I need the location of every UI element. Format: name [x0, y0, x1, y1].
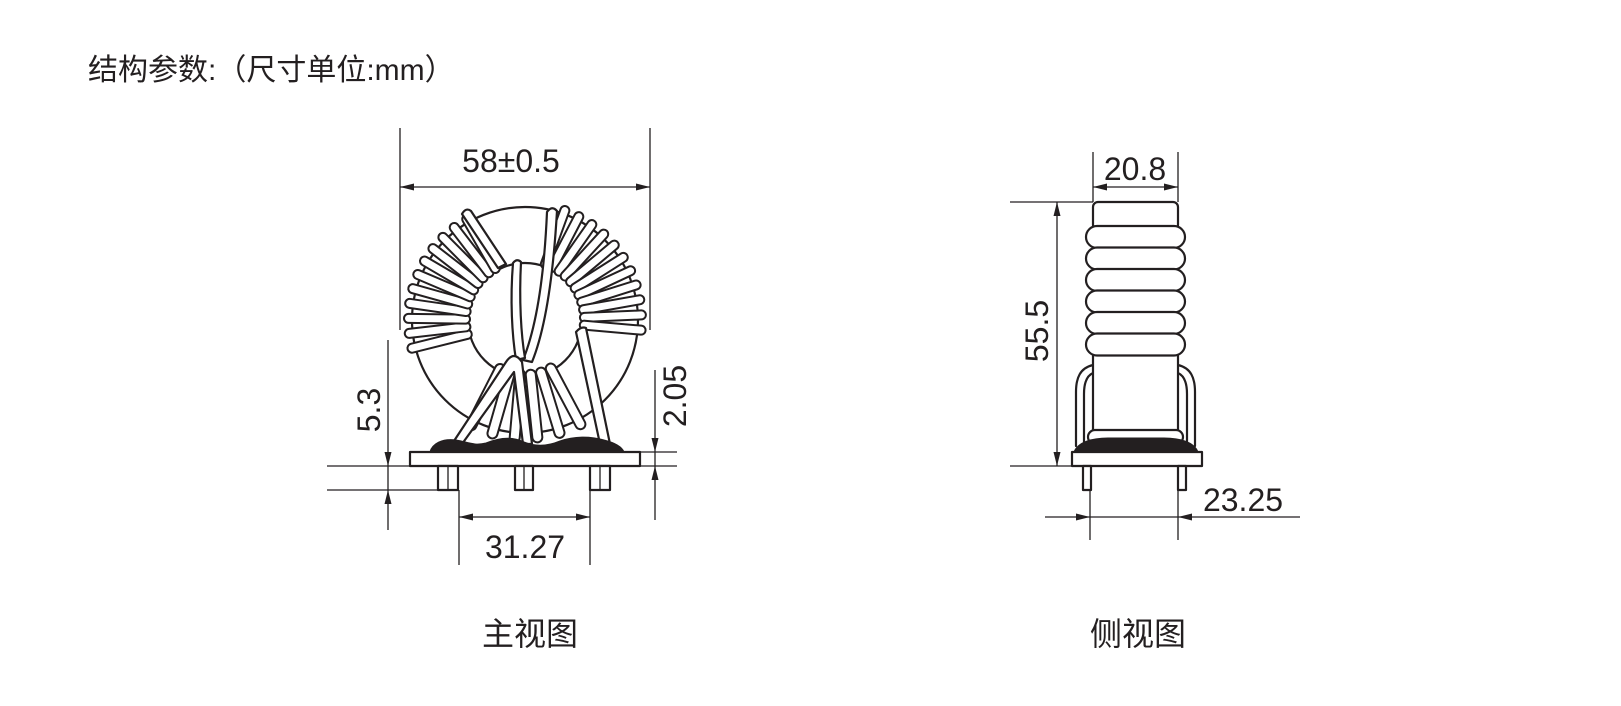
winding-turn-left [403, 321, 472, 339]
side-core-lower [1091, 348, 1180, 437]
front-view-label: 主视图 [482, 616, 578, 652]
winding-turn-left [448, 221, 495, 279]
lead-wire-top-left [460, 208, 508, 270]
winding-turn-left [427, 243, 484, 290]
winding-band [1084, 224, 1187, 250]
winding-turn-left [412, 268, 476, 303]
page-heading: 结构参数:（尺寸单位:mm） [88, 54, 455, 87]
dimension-right: 2.05 [640, 365, 693, 520]
side-dimension-bottom: 23.25 [1045, 482, 1300, 540]
side-lead-right [1176, 363, 1197, 448]
winding-turn-bottom [544, 362, 587, 431]
winding-turn-bottom [524, 368, 544, 444]
winding-band [1084, 267, 1187, 293]
side-glue-blob [1073, 437, 1199, 453]
winding-turn-right [565, 239, 620, 288]
dimension-label: 20.8 [1104, 151, 1166, 187]
winding-turn-left [419, 255, 480, 296]
dimension-label: 55.5 [1019, 300, 1055, 362]
side-winding-bands [1084, 224, 1187, 357]
winding-turn-right [559, 228, 610, 282]
winding-turn-right [573, 265, 637, 301]
side-lead-left [1074, 363, 1095, 448]
winding-turn-right [553, 219, 598, 277]
winding-turn-right [576, 279, 642, 308]
glue-blob [429, 436, 625, 453]
winding-turn-right [578, 309, 647, 323]
winding-turn-left [406, 328, 473, 354]
winding-turn-bottom [535, 366, 566, 439]
dimension-bottom: 31.27 [458, 490, 591, 565]
front-view: 58±0.5 5.3 2.05 31.27 主视图 [327, 128, 693, 652]
dimension-label: 23.25 [1203, 482, 1283, 518]
pins [436, 464, 612, 492]
side-pin [1176, 464, 1188, 492]
lead-wire-inner [510, 259, 527, 362]
side-view: 20.8 55.5 23.25 侧视图 [1010, 151, 1300, 652]
winding-turn-right [569, 251, 629, 294]
side-lead-right-inner [1176, 371, 1189, 448]
base-plate [408, 450, 642, 468]
winding-band [1084, 310, 1187, 336]
side-view-label: 侧视图 [1090, 616, 1186, 652]
side-pin [1081, 464, 1093, 492]
side-base-plate [1070, 450, 1204, 468]
dimension-label: 5.3 [351, 388, 387, 432]
dimension-label: 58±0.5 [462, 143, 560, 179]
winding-turn-left [404, 297, 472, 318]
lead-wire-cross [450, 354, 534, 446]
winding-band [1084, 246, 1187, 271]
dimension-label: 31.27 [485, 529, 565, 565]
winding-turn-left [403, 312, 472, 325]
winding-turn-right [578, 294, 646, 316]
winding-turn-left [407, 283, 474, 310]
side-lead-left-inner [1082, 371, 1095, 448]
winding-band [1084, 332, 1187, 357]
lead-wire-right [574, 326, 612, 446]
dimension-top: 58±0.5 [399, 128, 651, 330]
winding-turn-right [578, 319, 647, 336]
lead-wire-center [521, 207, 559, 364]
winding-turn-left [437, 231, 489, 284]
side-dimension-top: 20.8 [1092, 151, 1179, 202]
dimension-label: 2.05 [657, 365, 693, 427]
dimension-left: 5.3 [327, 340, 438, 530]
side-dimension-left: 55.5 [1010, 201, 1093, 467]
winding-band [1084, 289, 1187, 314]
